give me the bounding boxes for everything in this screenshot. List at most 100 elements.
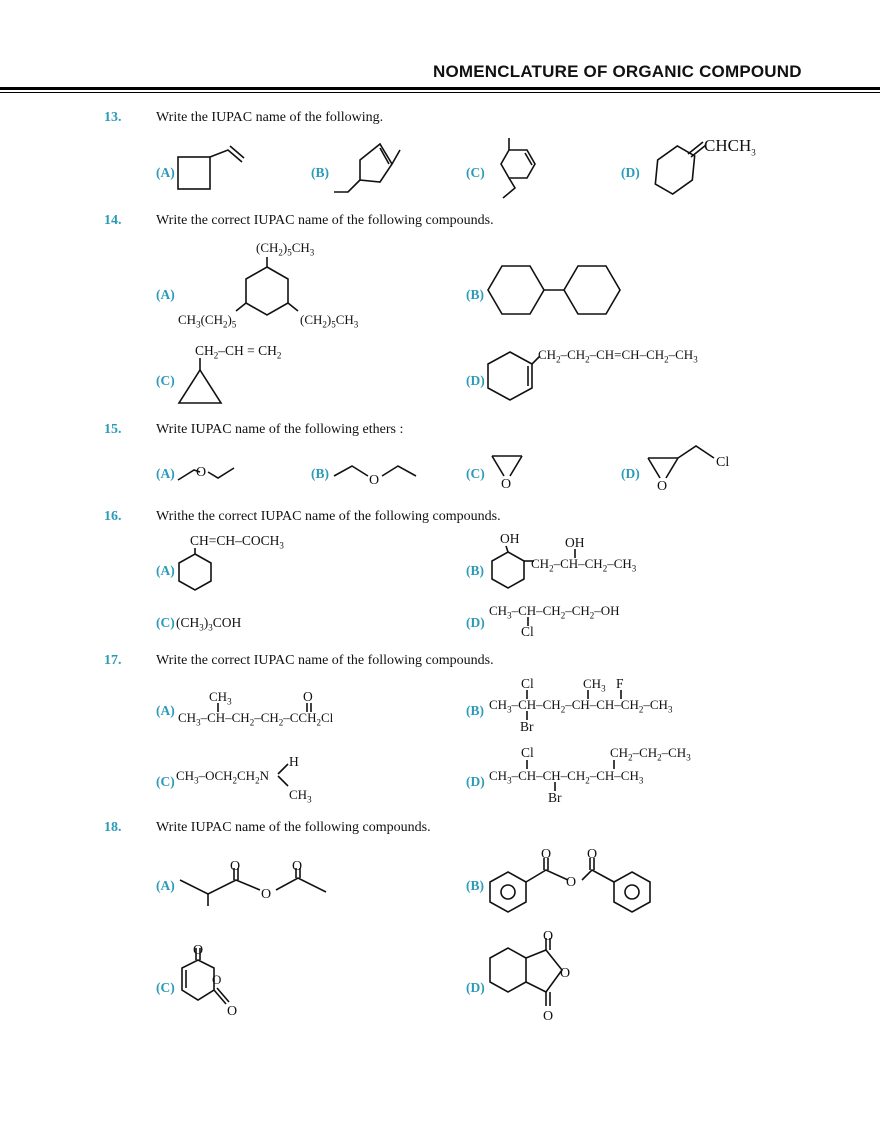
substituent-label: (CH2)5CH3 [300, 312, 359, 330]
question-number: 15. [104, 422, 122, 437]
question-number: 17. [104, 653, 122, 668]
option-label: (D) [466, 615, 485, 630]
chain-label: CH3–CH–CH2–CH–CH–CH2–CH3 [489, 697, 673, 715]
svg-text:O: O [541, 847, 551, 862]
bond-line [527, 617, 529, 626]
question-text: Write the correct IUPAC name of the foll… [156, 213, 494, 228]
ether-structure: O [177, 465, 235, 481]
bond-line [574, 549, 576, 558]
question-text: Writhe the correct IUPAC name of the fol… [156, 509, 501, 524]
header-rule-thin [0, 92, 880, 93]
formula-label: (CH3)3COH [176, 615, 242, 633]
question-text: Write the correct IUPAC name of the foll… [156, 653, 494, 668]
option-label: (B) [466, 563, 484, 578]
pyranone-structure: O O O [181, 943, 237, 1019]
methyl-label: CH3 [289, 787, 312, 805]
bromo-label: Br [548, 790, 562, 805]
option-label: (D) [621, 466, 640, 481]
svg-text:O: O [657, 479, 667, 494]
bromo-label: Br [520, 719, 534, 734]
ethylidenecyclohexane-structure [654, 141, 707, 196]
option-label: (C) [156, 615, 175, 630]
chloro-label: Cl [521, 676, 534, 691]
trisubstituted-cyclohexane-structure [235, 257, 299, 316]
option-label: (B) [466, 703, 484, 718]
option-label: (A) [156, 878, 175, 893]
hexahydrophthalic-anhydride-structure: O O O [489, 929, 570, 1024]
hydrogen-label: H [289, 754, 299, 769]
cyclohexane-structure [178, 548, 212, 591]
chloromethyl-epoxide-structure: O Cl [647, 445, 729, 494]
chain-label: CH3–OCH2CH2N [176, 768, 269, 786]
option-label: (C) [466, 165, 485, 180]
chain-label: CH3–CH–CH–CH2–CH–CH3 [489, 768, 644, 786]
question-text: Write IUPAC name of the following ethers… [156, 422, 404, 437]
substituent-label: (CH2)5CH3 [256, 240, 315, 258]
svg-text:O: O [587, 847, 597, 862]
svg-text:O: O [230, 859, 240, 874]
svg-text:O: O [261, 887, 271, 902]
bond-line [217, 703, 219, 712]
bond-lines [526, 760, 615, 769]
svg-text:O: O [193, 943, 203, 958]
hydroxyl-label: OH [500, 531, 520, 546]
hydroxyl-label: OH [565, 535, 585, 550]
option-label: (C) [156, 373, 175, 388]
cyclohexene-substituted-structure [487, 351, 541, 401]
option-label: (A) [156, 563, 175, 578]
question-number: 14. [104, 213, 122, 228]
fluoro-label: F [616, 676, 624, 691]
svg-text:O: O [543, 929, 553, 944]
chloro-label: Cl [521, 745, 534, 760]
option-label: (C) [466, 466, 485, 481]
side-chain-label: CH2–CH2–CH=CH–CH2–CH3 [538, 347, 698, 365]
svg-text:O: O [292, 859, 302, 874]
option-label: (B) [466, 878, 484, 893]
question-number: 16. [104, 509, 122, 524]
diethyl-ether-structure: O [333, 465, 417, 488]
svg-text:Cl: Cl [716, 455, 729, 470]
svg-text:O: O [227, 1004, 237, 1019]
option-label: (A) [156, 165, 175, 180]
anhydride-structure: O O O [179, 859, 327, 906]
bond-lines [526, 690, 622, 699]
option-label: (B) [466, 287, 484, 302]
svg-text:O: O [196, 465, 206, 480]
option-label: (D) [621, 165, 640, 180]
cyclohexanol-structure [491, 545, 534, 589]
cyclohexene-structure [500, 138, 536, 199]
methyl-label: CH3 [209, 689, 232, 707]
methyl-label: CH3 [583, 676, 606, 694]
bond-line [526, 711, 528, 720]
double-bond [306, 703, 312, 712]
substituent-label: CHCH3 [704, 136, 756, 158]
question-number: 13. [104, 110, 122, 125]
allylcyclopropane-structure [177, 358, 223, 404]
bond-line [554, 782, 556, 791]
option-label: (D) [466, 373, 485, 388]
option-label: (A) [156, 466, 175, 481]
option-label: (D) [466, 774, 485, 789]
chain-label: CH3–CH–CH2–CH2–OH [489, 603, 620, 621]
propyl-label: CH2–CH2–CH3 [610, 745, 691, 763]
svg-text:O: O [566, 875, 576, 890]
chloro-label: Cl [521, 624, 534, 639]
option-label: (A) [156, 703, 175, 718]
epoxide-structure: O [491, 455, 523, 492]
question-number: 18. [104, 820, 122, 835]
chain-label: CH3–CH–CH2–CH2–CCH2Cl [178, 710, 334, 728]
option-label: (C) [156, 980, 175, 995]
question-text: Write IUPAC name of the following compou… [156, 820, 431, 835]
cyclopentene-structure [334, 142, 401, 193]
option-label: (B) [311, 466, 329, 481]
question-text: Write the IUPAC name of the following. [156, 110, 384, 125]
substituent-label: CH3(CH2)5 [178, 312, 237, 330]
substituent-label: CH=CH–COCH3 [190, 533, 284, 551]
option-label: (B) [311, 165, 329, 180]
oxygen-label: O [303, 689, 313, 704]
svg-text:O: O [560, 966, 570, 981]
bicyclohexyl-structure [487, 265, 621, 315]
svg-text:O: O [369, 473, 379, 488]
option-label: (D) [466, 980, 485, 995]
substituent-label: CH2–CH = CH2 [195, 343, 282, 361]
